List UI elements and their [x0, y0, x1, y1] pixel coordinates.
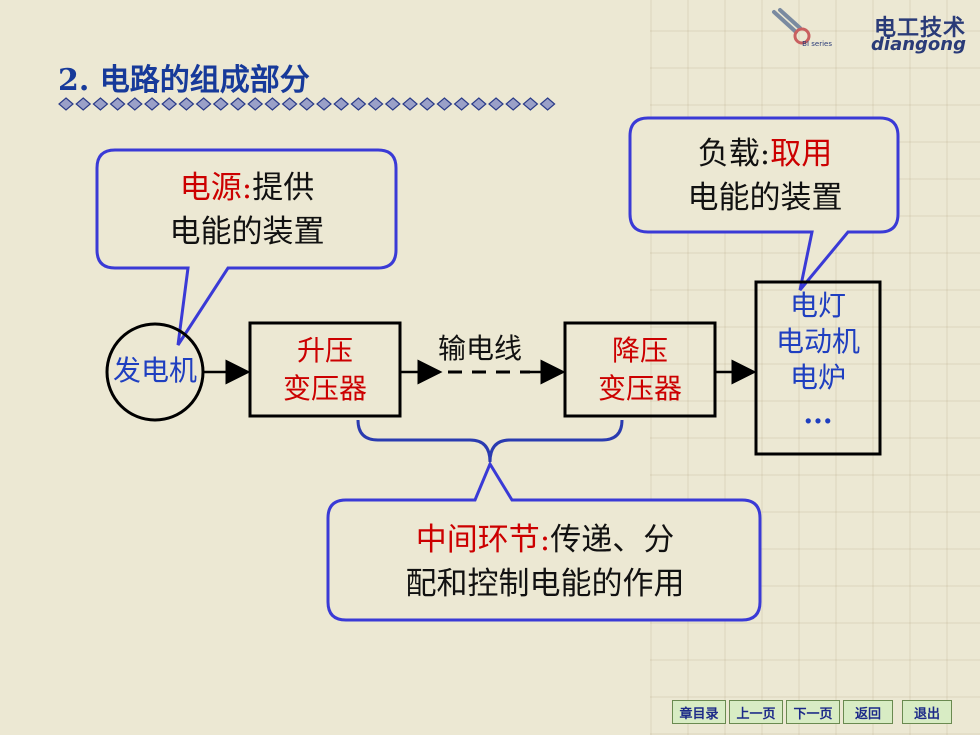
load-desc-2: 电能的装置	[687, 180, 843, 216]
divider-diamond	[195, 97, 212, 111]
divider-diamond	[75, 97, 92, 111]
load-item: ...	[803, 397, 833, 430]
divider-diamond	[333, 97, 350, 111]
divider-diamond	[539, 97, 556, 111]
diamond-divider	[58, 97, 556, 111]
source-desc-2: 电能的装置	[169, 214, 325, 250]
divider-diamond	[436, 97, 453, 111]
divider-diamond	[58, 97, 74, 111]
divider-diamond	[178, 97, 195, 111]
step-down-label: 降压 变压器	[565, 332, 715, 408]
back-button[interactable]: 返回	[843, 700, 893, 724]
divider-diamond	[402, 97, 418, 111]
middle-brace	[356, 419, 624, 463]
page-title: 2. 电路的组成部分	[58, 63, 310, 98]
source-callout-bubble	[95, 148, 398, 346]
step-up-line2: 变压器	[282, 372, 367, 405]
step-up-label: 升压 变压器	[250, 332, 400, 408]
divider-diamond	[488, 97, 504, 111]
divider-diamond	[384, 97, 401, 111]
middle-desc-1: 传递、分	[550, 522, 675, 558]
step-down-line2: 变压器	[597, 372, 682, 405]
nav-bar: 章目录 上一页 下一页 返回 退出	[672, 700, 952, 724]
divider-diamond	[126, 97, 143, 111]
divider-diamond	[453, 97, 470, 111]
source-label: 电源:	[179, 170, 253, 206]
brand-logo: BI series 电工技术 diangong	[766, 6, 966, 56]
generator-label: 发电机	[112, 354, 197, 387]
logo-cn-text: 电工技术	[873, 16, 966, 41]
divider-diamond	[316, 97, 332, 111]
divider-diamond	[247, 97, 264, 111]
divider-diamond	[350, 97, 367, 111]
load-desc-1: 取用	[770, 136, 833, 172]
load-item: 电动机	[775, 325, 860, 358]
source-desc-1: 提供	[252, 170, 315, 206]
divider-diamond	[161, 97, 178, 111]
divider-diamond	[281, 97, 298, 111]
transmission-line-label: 输电线	[437, 332, 522, 365]
divider-diamond	[367, 97, 384, 111]
divider-diamond	[92, 97, 109, 111]
divider-diamond	[419, 97, 436, 111]
divider-diamond	[144, 97, 160, 111]
exit-button[interactable]: 退出	[902, 700, 952, 724]
load-list: 电灯 电动机 电炉 ...	[756, 288, 880, 432]
toc-button[interactable]: 章目录	[672, 700, 726, 724]
divider-diamond	[230, 97, 246, 111]
divider-diamond	[522, 97, 539, 111]
logo-en-text: diangong	[871, 34, 966, 55]
source-callout-text: 电源:提供 电能的装置	[110, 166, 384, 254]
logo-small-text: BI series	[802, 40, 832, 48]
middle-callout-text: 中间环节:传递、分 配和控制电能的作用	[340, 518, 750, 606]
load-callout-bubble	[628, 116, 900, 291]
load-item: 电炉	[789, 361, 846, 394]
pliers-icon	[772, 8, 811, 45]
load-callout-text: 负载:取用 电能的装置	[640, 132, 890, 220]
prev-page-button[interactable]: 上一页	[729, 700, 783, 724]
next-page-button[interactable]: 下一页	[786, 700, 840, 724]
middle-callout-bubble	[326, 460, 762, 622]
middle-label: 中间环节:	[415, 522, 551, 558]
divider-diamond	[470, 97, 487, 111]
load-label: 负载:	[697, 136, 771, 172]
middle-desc-2: 配和控制电能的作用	[405, 566, 685, 602]
load-item: 电灯	[789, 289, 846, 322]
divider-diamond	[505, 97, 522, 111]
step-up-line1: 升压	[296, 334, 353, 367]
divider-diamond	[212, 97, 229, 111]
step-down-line1: 降压	[611, 334, 668, 367]
divider-diamond	[298, 97, 315, 111]
divider-diamond	[264, 97, 281, 111]
divider-diamond	[109, 97, 126, 111]
